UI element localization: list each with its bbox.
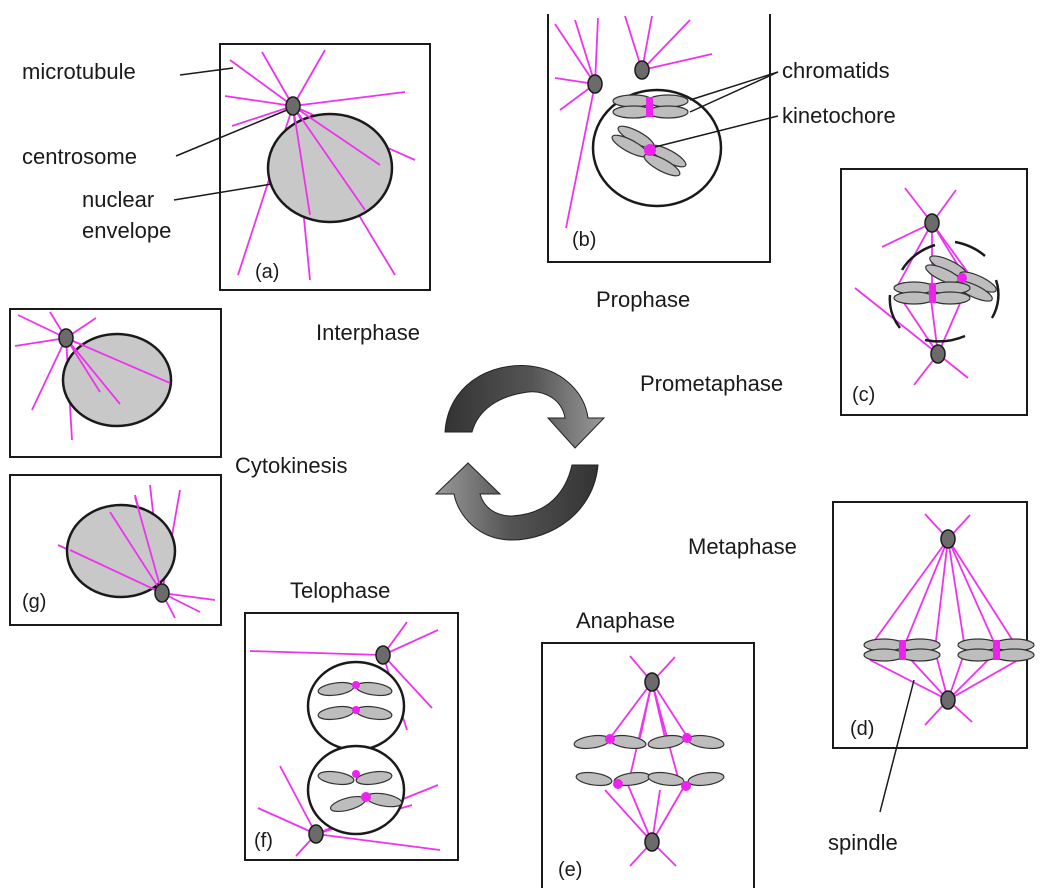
panel-e-anaphase: (e) <box>542 643 754 888</box>
panel-d-label: (d) <box>850 718 874 740</box>
panel-d-metaphase: (d) <box>833 502 1034 748</box>
panel-b-centrosome-2 <box>635 61 649 79</box>
panel-e-centrosome-1 <box>645 673 659 691</box>
panel-upper-centrosome <box>59 329 73 347</box>
phase-anaphase: Anaphase <box>576 608 675 633</box>
panel-d-frame <box>833 502 1027 748</box>
panel-d-centrosome-2 <box>941 691 955 709</box>
label-kinetochore: kinetochore <box>782 103 896 128</box>
phase-cytokinesis: Cytokinesis <box>235 453 347 478</box>
panel-a-centrosome <box>286 97 300 115</box>
label-chromatids: chromatids <box>782 58 890 83</box>
panel-g-centrosome <box>155 584 169 602</box>
panel-d-centrosome-1 <box>941 530 955 548</box>
phase-prometaphase: Prometaphase <box>640 371 783 396</box>
panel-e-centrosome-2 <box>645 833 659 851</box>
label-microtubule: microtubule <box>22 59 136 84</box>
panel-f-nucleus-2 <box>308 746 404 834</box>
cycle-arrow-bottom <box>436 463 598 540</box>
phase-interphase: Interphase <box>316 320 420 345</box>
label-nuclear: nuclear <box>82 187 154 212</box>
panel-f-centrosome-2 <box>309 825 323 843</box>
panel-g-label: (g) <box>22 591 46 613</box>
panel-b-label: (b) <box>572 229 596 251</box>
phase-telophase: Telophase <box>290 578 390 603</box>
panel-b-centrosome-1 <box>588 75 602 93</box>
panel-cytokinesis-cell-upper <box>10 309 221 457</box>
panel-upper-nucleus <box>63 334 171 426</box>
phase-prophase: Prophase <box>596 287 690 312</box>
panel-f-telophase: (f) <box>245 613 458 860</box>
cycle-arrow-top <box>445 366 604 448</box>
panel-b-prophase: (b) <box>548 14 770 262</box>
panel-f-label: (f) <box>254 830 273 852</box>
panel-c-prometaphase: (c) <box>841 169 1027 415</box>
panel-c-label: (c) <box>852 384 875 406</box>
panel-c-centrosome-1 <box>925 214 939 232</box>
panel-c-centrosome-2 <box>931 345 945 363</box>
panel-e-label: (e) <box>558 859 582 881</box>
phase-metaphase: Metaphase <box>688 534 797 559</box>
label-spindle: spindle <box>828 830 898 855</box>
cycle-arrows <box>436 366 604 540</box>
panel-a-label: (a) <box>255 261 279 283</box>
panel-a-interphase: (a) <box>220 44 430 290</box>
panel-f-centrosome-1 <box>376 646 390 664</box>
label-centrosome: centrosome <box>22 144 137 169</box>
panel-g-cytokinesis: (g) <box>10 475 221 625</box>
label-envelope: envelope <box>82 218 171 243</box>
